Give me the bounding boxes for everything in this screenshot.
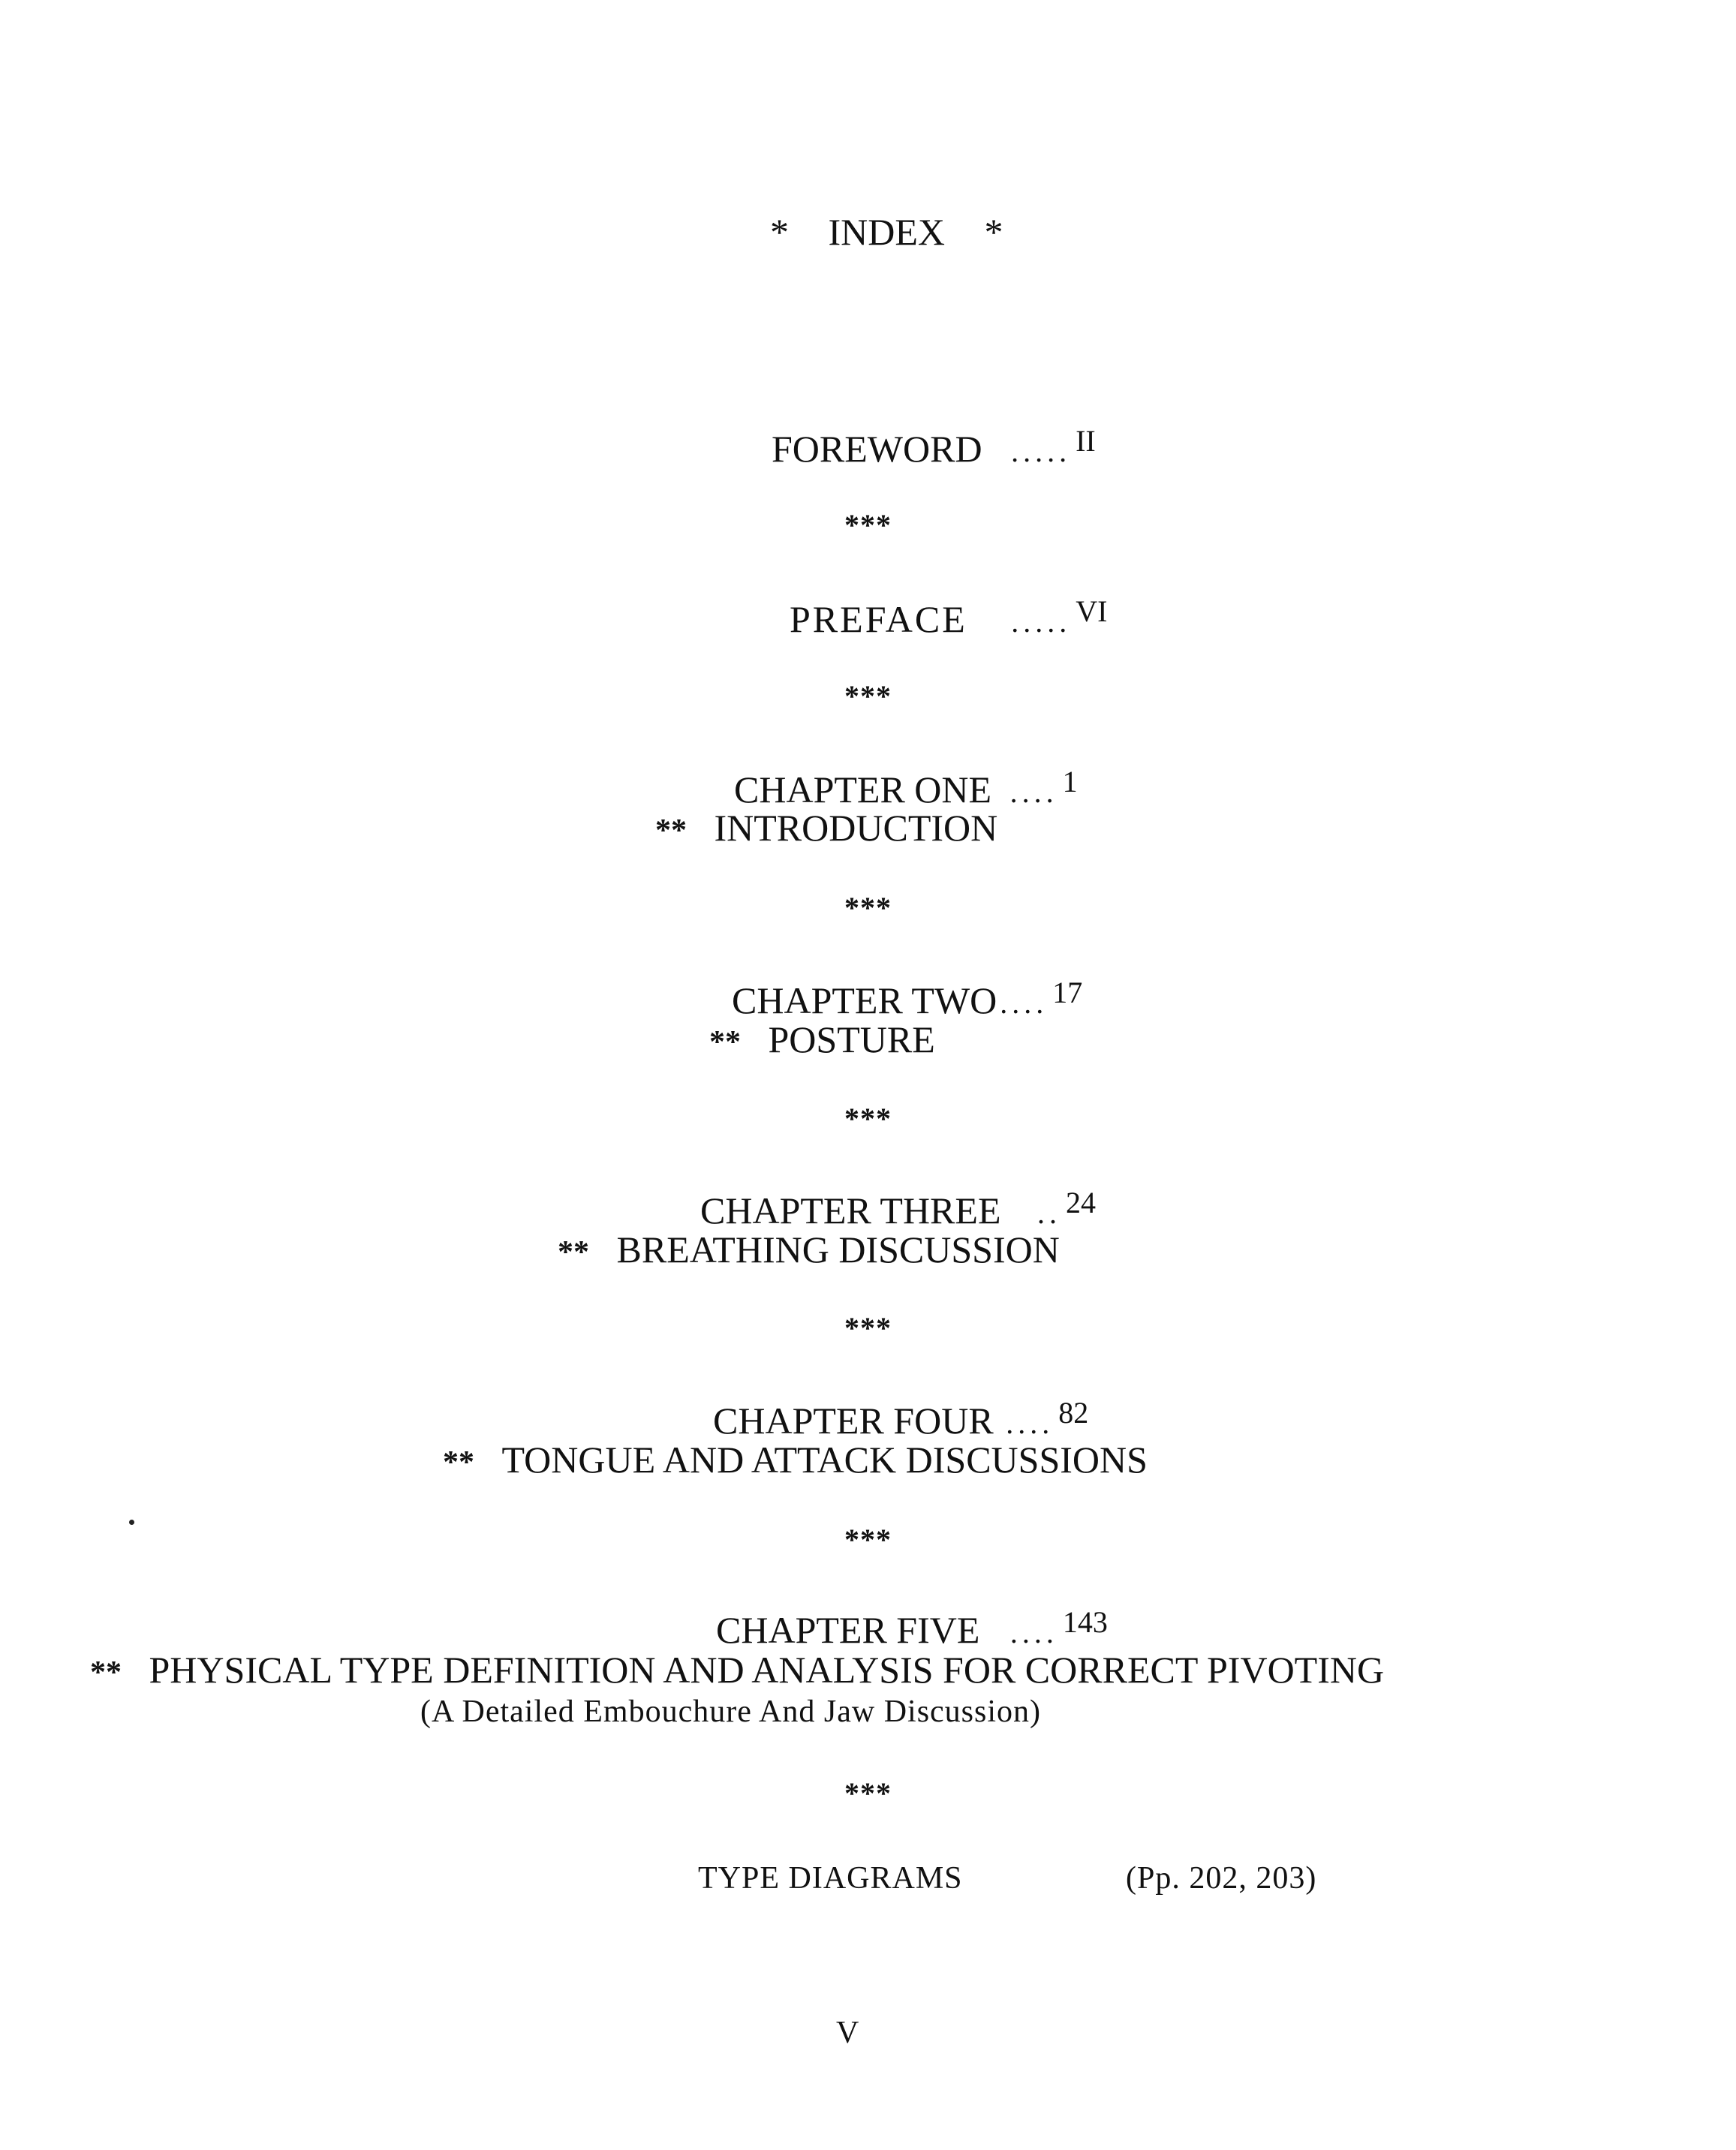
sub-marker: ** — [443, 1445, 474, 1480]
entry-chapter-three: CHAPTER THREE ..24 — [700, 1186, 1096, 1231]
chapter-subtitle: INTRODUCTION — [714, 807, 998, 849]
sub-marker: ** — [655, 813, 687, 848]
speck — [129, 1520, 134, 1525]
sub-marker: ** — [90, 1655, 122, 1690]
separator: *** — [844, 679, 892, 713]
separator: *** — [844, 891, 892, 925]
entry-chapter-four: CHAPTER FOUR ....82 — [713, 1396, 1089, 1442]
entry-chapter-two: CHAPTER TWO....17 — [732, 976, 1083, 1021]
entry-page: 1 — [1062, 765, 1078, 798]
separator: *** — [844, 1523, 892, 1556]
chapter-five-subtitle: ** PHYSICAL TYPE DEFINITION AND ANALYSIS… — [90, 1651, 1384, 1688]
entry-label: CHAPTER ONE — [734, 768, 992, 810]
title-star-left: * — [770, 211, 789, 253]
sub-marker: ** — [558, 1235, 589, 1270]
chapter-three-subtitle: ** BREATHING DISCUSSION — [558, 1231, 1060, 1268]
entry-page: 143 — [1062, 1605, 1108, 1639]
chapter-four-subtitle: ** TONGUE AND ATTACK DISCUSSIONS — [443, 1441, 1148, 1478]
leader-dots: ..... — [1011, 605, 1072, 639]
entry-label: CHAPTER TWO — [732, 979, 997, 1021]
entry-chapter-one: CHAPTER ONE ....1 — [734, 765, 1078, 810]
title-text: INDEX — [828, 211, 946, 253]
entry-label: CHAPTER FIVE — [716, 1609, 980, 1651]
entry-label: FOREWORD — [772, 428, 982, 470]
entry-page: 17 — [1052, 976, 1083, 1009]
separator: *** — [844, 1102, 892, 1135]
type-diagrams-label: TYPE DIAGRAMS — [698, 1861, 963, 1896]
leader-dots: ..... — [1011, 435, 1072, 468]
entry-chapter-five: CHAPTER FIVE ....143 — [716, 1607, 1108, 1649]
sub-marker: ** — [709, 1025, 741, 1060]
entry-label: CHAPTER FOUR — [713, 1400, 994, 1442]
title-star-right: * — [984, 211, 1003, 253]
leader-dots: .... — [1009, 1616, 1058, 1649]
index-title: * INDEX * — [770, 213, 1003, 251]
separator: *** — [844, 1311, 892, 1345]
chapter-one-subtitle: ** INTRODUCTION — [655, 809, 997, 846]
chapter-two-subtitle: ** POSTURE — [709, 1021, 935, 1058]
entry-preface: PREFACE .....VI — [790, 594, 1108, 640]
entry-label: PREFACE — [790, 598, 967, 640]
separator: *** — [844, 1776, 892, 1810]
entry-page: 82 — [1058, 1396, 1089, 1430]
chapter-subtitle: POSTURE — [768, 1018, 935, 1060]
chapter-subtitle: TONGUE AND ATTACK DISCUSSIONS — [501, 1439, 1148, 1481]
chapter-five-note: (A Detailed Embouchure And Jaw Discussio… — [420, 1694, 1042, 1729]
page-number: V — [836, 2016, 859, 2050]
leader-dots: .... — [1006, 1406, 1055, 1440]
entry-foreword: FOREWORD .....II — [772, 426, 1096, 468]
entry-page: II — [1076, 424, 1096, 458]
chapter-subtitle: BREATHING DISCUSSION — [616, 1228, 1060, 1270]
leader-dots: .... — [1009, 775, 1058, 809]
leader-dots: .. — [1037, 1196, 1061, 1230]
entry-page: VI — [1076, 594, 1108, 628]
entry-page: 24 — [1066, 1186, 1096, 1219]
type-diagrams-pages: (Pp. 202, 203) — [1126, 1861, 1317, 1896]
chapter-subtitle: PHYSICAL TYPE DEFINITION AND ANALYSIS FO… — [149, 1649, 1385, 1691]
separator: *** — [844, 508, 892, 542]
entry-label: CHAPTER THREE — [700, 1189, 1001, 1231]
leader-dots: .... — [1000, 986, 1049, 1020]
